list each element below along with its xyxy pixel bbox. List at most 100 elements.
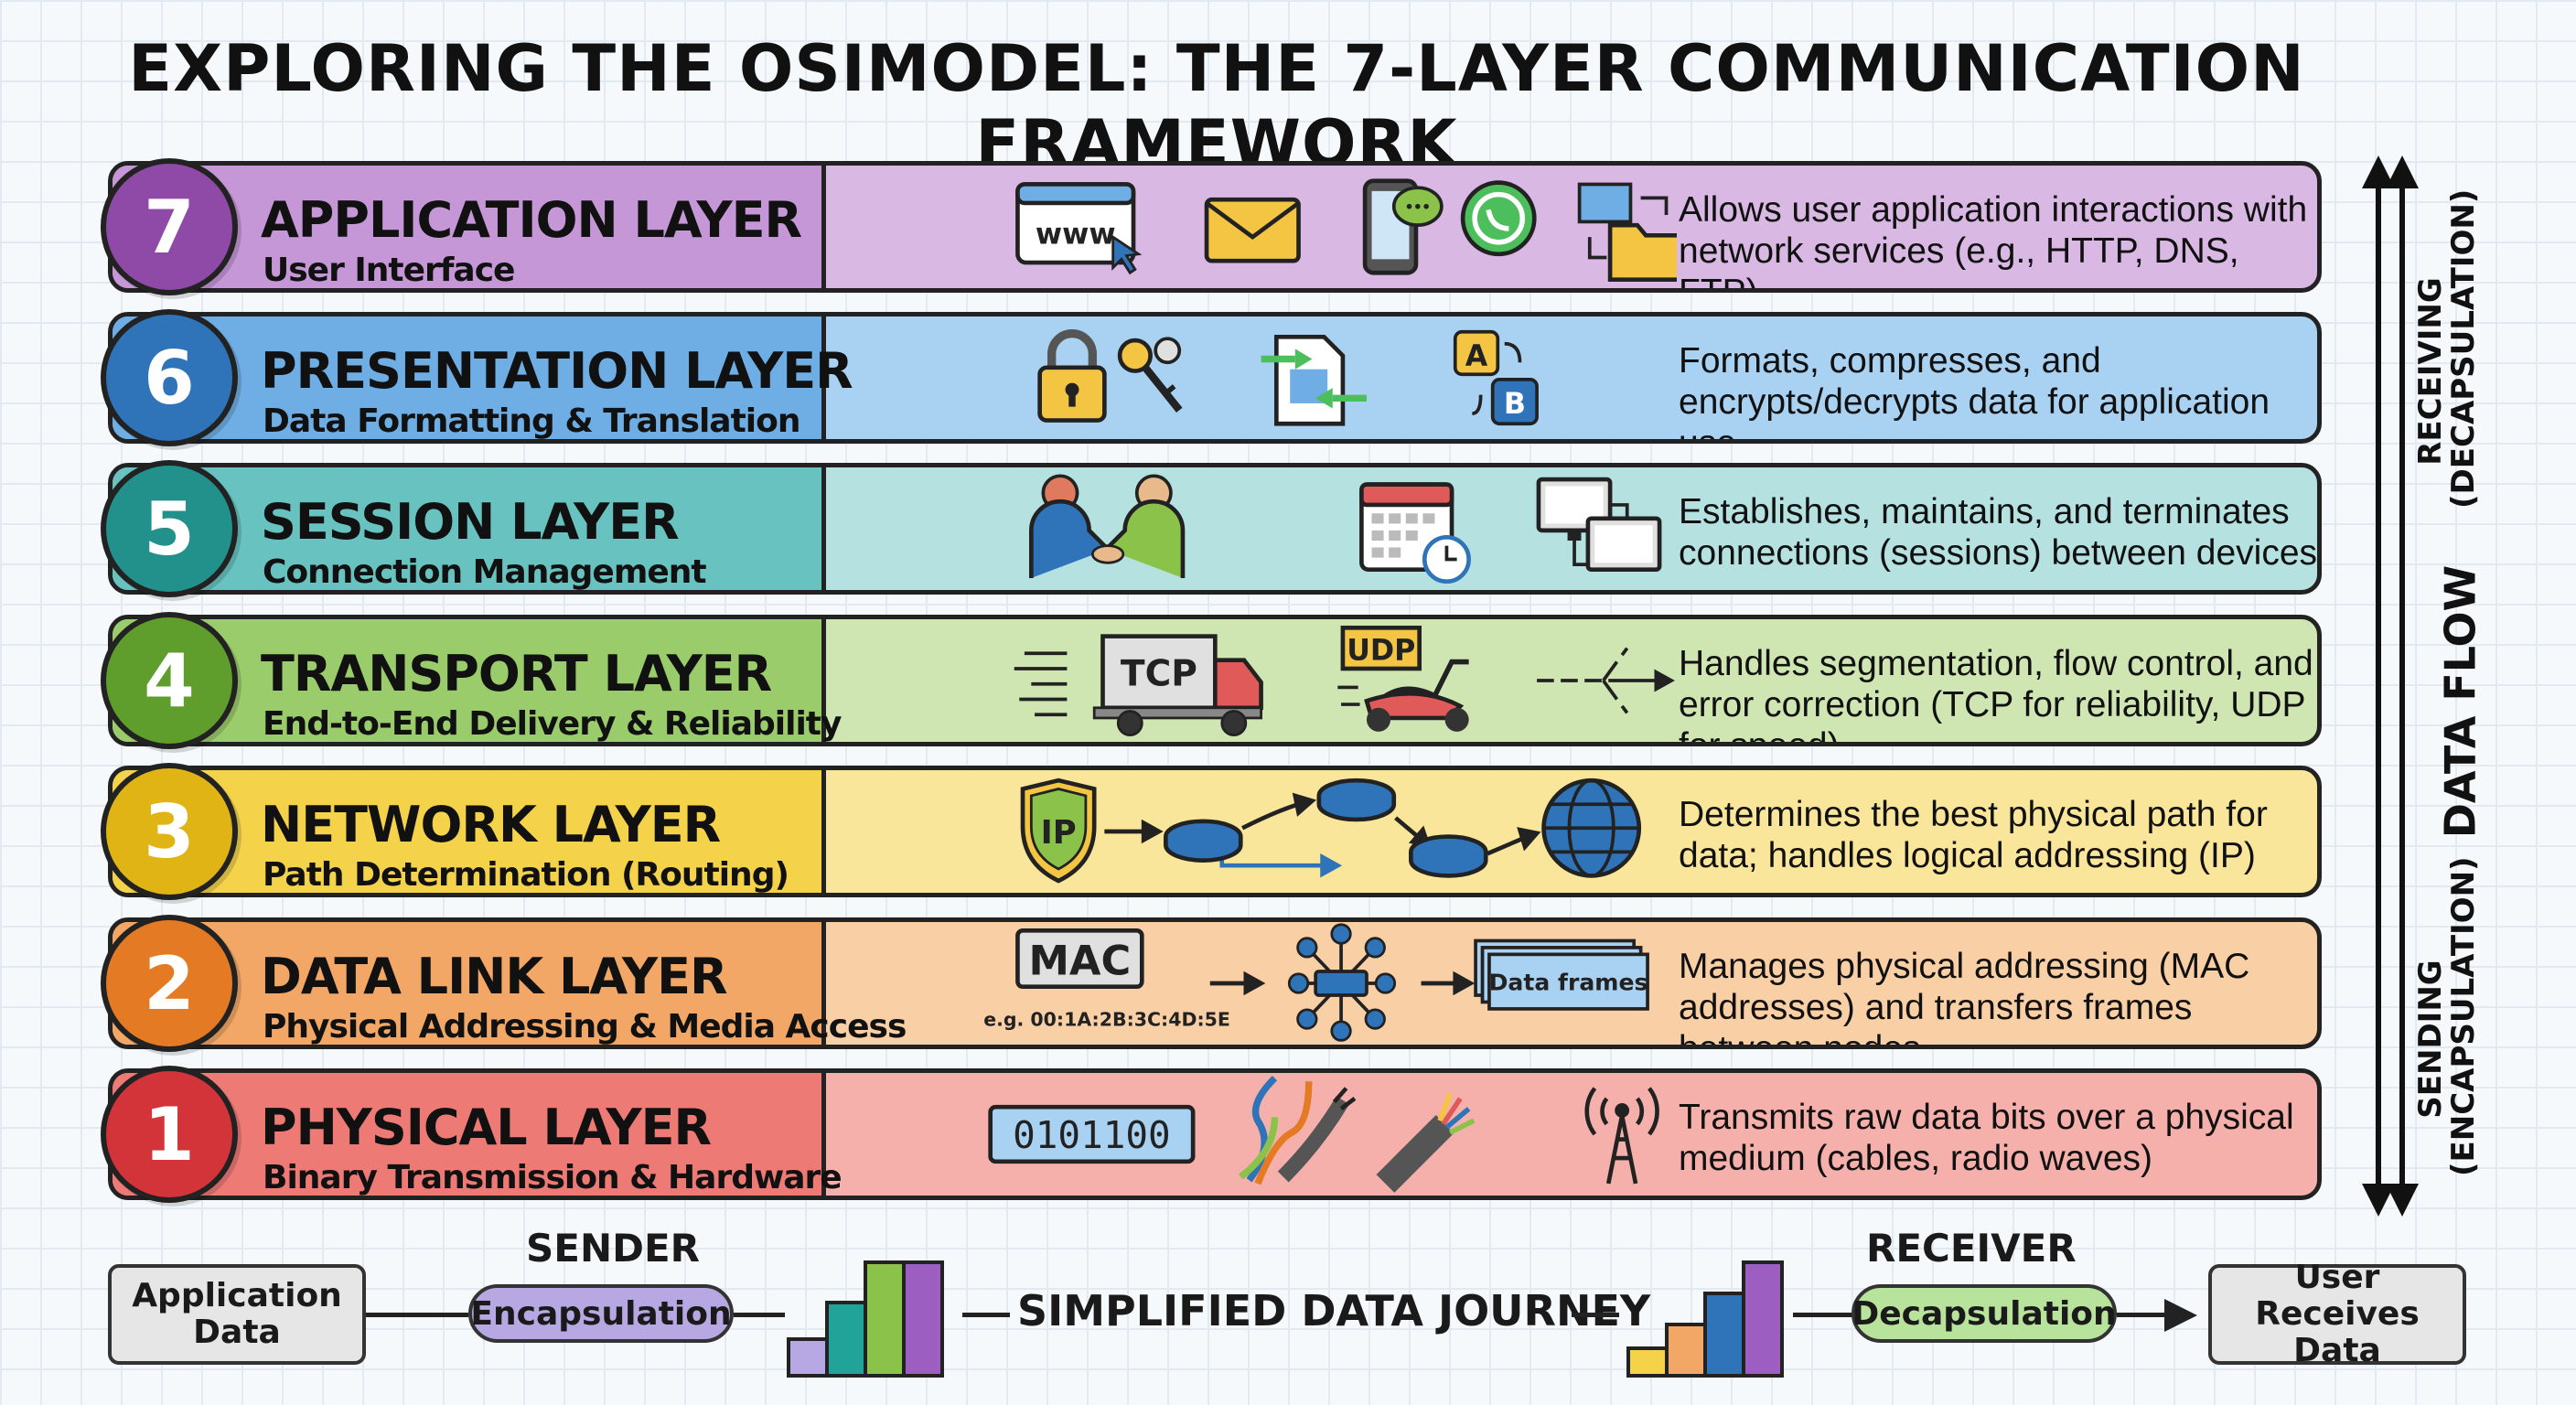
layer-row: PRESENTATION LAYER Data Formatting & Tra…	[108, 312, 2322, 444]
layer-icons: IP	[1020, 778, 1642, 884]
layer-icons: TCP UDP	[1014, 625, 1675, 736]
svg-text:TCP: TCP	[1121, 654, 1197, 695]
layer-description: Establishes, maintains, and terminates c…	[1679, 492, 2318, 573]
sender-label: SENDER	[526, 1226, 700, 1271]
layer-icons: www	[1015, 178, 1677, 283]
speed-lines-icon	[1014, 651, 1068, 717]
layer-subtitle: Data Formatting & Translation	[263, 402, 800, 440]
layer-icons: 0101100	[988, 1075, 1659, 1193]
encapsulation-text: (ENCAPSULATION)	[2445, 856, 2482, 1176]
layer-subtitle: End-to-End Delivery & Reliability	[263, 705, 842, 743]
layer-number-badge: 3	[101, 763, 238, 900]
application-data-box: Application Data	[108, 1264, 366, 1365]
layer-row: NETWORK LAYER Path Determination (Routin…	[108, 766, 2322, 897]
journey-bar	[787, 1337, 829, 1378]
router-icon	[1409, 834, 1488, 878]
handshake-icon	[1029, 474, 1186, 578]
layer-description: Manages physical addressing (MAC address…	[1679, 947, 2250, 1049]
svg-text:0101100: 0101100	[1013, 1113, 1171, 1157]
layer-number-badge: 4	[101, 612, 238, 749]
layer-number-badge: 7	[101, 158, 238, 295]
padlock-icon	[1037, 328, 1107, 423]
layer-name: PHYSICAL LAYER	[261, 1099, 712, 1156]
journey-bar	[1626, 1346, 1669, 1378]
smartphone-chat-icon	[1362, 178, 1444, 275]
decapsulation-text: (DECAPSULATION)	[2445, 188, 2482, 509]
sending-text: SENDING	[2412, 960, 2449, 1119]
svg-text:e.g. 00:1A:2B:3C:4D:5E: e.g. 00:1A:2B:3C:4D:5E	[983, 1009, 1230, 1031]
svg-text:A: A	[1465, 340, 1488, 373]
router-icon	[1316, 778, 1397, 822]
layer-description: Handles segmentation, flow control, and …	[1679, 644, 2313, 746]
receiving-label: RECEIVING(DECAPSULATION)	[2388, 189, 2506, 509]
globe-icon	[1541, 778, 1642, 878]
svg-text:B: B	[1504, 388, 1526, 421]
decapsulation-bars-icon	[1626, 1260, 1784, 1378]
router-icon	[1164, 819, 1243, 863]
layer-name: NETWORK LAYER	[261, 796, 721, 853]
arrow-right-icon	[2164, 1299, 2197, 1332]
layer-icons: MAC e.g. 00:1A:2B:3C:4D:5E	[983, 923, 1649, 1042]
journey-bar	[1703, 1292, 1745, 1378]
layer-row: DATA LINK LAYER Physical Addressing & Me…	[108, 917, 2322, 1049]
journey-bar	[864, 1260, 906, 1378]
connected-computers-icon	[1536, 477, 1662, 572]
document-convert-icon	[1261, 335, 1367, 426]
split-arrow-icon	[1537, 647, 1675, 714]
receiving-text: RECEIVING	[2412, 277, 2449, 466]
layer-subtitle: User Interface	[263, 252, 515, 289]
binary-display-icon: 0101100	[988, 1104, 1196, 1164]
radio-tower-icon	[1584, 1087, 1659, 1185]
switch-hub-icon	[1287, 923, 1397, 1042]
layer-row: TRANSPORT LAYER End-to-End Delivery & Re…	[108, 615, 2322, 746]
sending-label: SENDING(ENCAPSULATION)	[2388, 856, 2506, 1176]
bidirectional-arrows-icon	[2362, 156, 2419, 1217]
svg-text:MAC: MAC	[1028, 938, 1131, 985]
twisted-cable-icon	[1238, 1075, 1357, 1185]
receiver-label: RECEIVER	[1866, 1226, 2077, 1271]
svg-text:www: www	[1036, 219, 1116, 252]
layer-subtitle: Connection Management	[263, 553, 707, 591]
svg-text:UDP: UDP	[1347, 635, 1415, 668]
journey-bar	[825, 1301, 867, 1378]
layer-subtitle: Binary Transmission & Hardware	[263, 1159, 843, 1196]
calendar-clock-icon	[1359, 482, 1471, 585]
layer-description: Formats, compresses, and encrypts/decryp…	[1679, 341, 2270, 444]
envelope-icon	[1204, 197, 1301, 263]
journey-bar	[1665, 1323, 1707, 1378]
user-receives-data-box: User Receives Data	[2208, 1260, 2466, 1369]
data-flow-indicator: RECEIVING(DECAPSULATION) DATA FLOW SENDI…	[2351, 156, 2485, 1217]
fiber-cable-icon	[1376, 1092, 1476, 1193]
whatsapp-icon	[1460, 180, 1537, 257]
svg-text:Data frames: Data frames	[1489, 969, 1648, 995]
encapsulation-pill: Encapsulation	[468, 1284, 734, 1343]
layer-name: APPLICATION LAYER	[261, 191, 802, 249]
layer-icons: A B	[1037, 328, 1539, 426]
translate-ab-icon: A B	[1453, 329, 1539, 426]
ip-shield-icon: IP	[1020, 778, 1097, 884]
simplified-data-journey-label: SIMPLIFIED DATA JOURNEY	[1017, 1286, 1651, 1335]
layer-number-badge: 6	[101, 309, 238, 446]
decapsulation-pill: Decapsulation	[1852, 1284, 2117, 1343]
layer-icons	[1029, 474, 1662, 585]
keys-icon	[1117, 337, 1183, 413]
layer-number-badge: 2	[101, 915, 238, 1052]
layer-number-badge: 1	[101, 1066, 238, 1203]
data-flow-label: DATA FLOW	[2435, 564, 2485, 839]
layer-name: SESSION LAYER	[261, 493, 680, 551]
layer-row: PHYSICAL LAYER Binary Transmission & Har…	[108, 1068, 2322, 1200]
folder-transfer-icon	[1577, 182, 1677, 283]
data-journey: Application Data SENDER Encapsulation SI…	[0, 1226, 2576, 1405]
layer-name: PRESENTATION LAYER	[261, 342, 853, 400]
layer-subtitle: Path Determination (Routing)	[263, 856, 789, 894]
layer-name: TRANSPORT LAYER	[261, 645, 772, 702]
layer-number-badge: 5	[101, 460, 238, 597]
layer-subtitle: Physical Addressing & Media Access	[263, 1008, 907, 1046]
layer-name: DATA LINK LAYER	[261, 948, 728, 1005]
journey-bar	[902, 1260, 944, 1378]
mac-label-icon: MAC e.g. 00:1A:2B:3C:4D:5E	[983, 928, 1230, 1031]
layer-row: SESSION LAYER Connection Management	[108, 463, 2322, 595]
data-frames-icon: Data frames	[1474, 938, 1649, 1011]
encapsulation-bars-icon	[787, 1260, 944, 1378]
udp-scooter-icon: UDP	[1337, 625, 1469, 732]
